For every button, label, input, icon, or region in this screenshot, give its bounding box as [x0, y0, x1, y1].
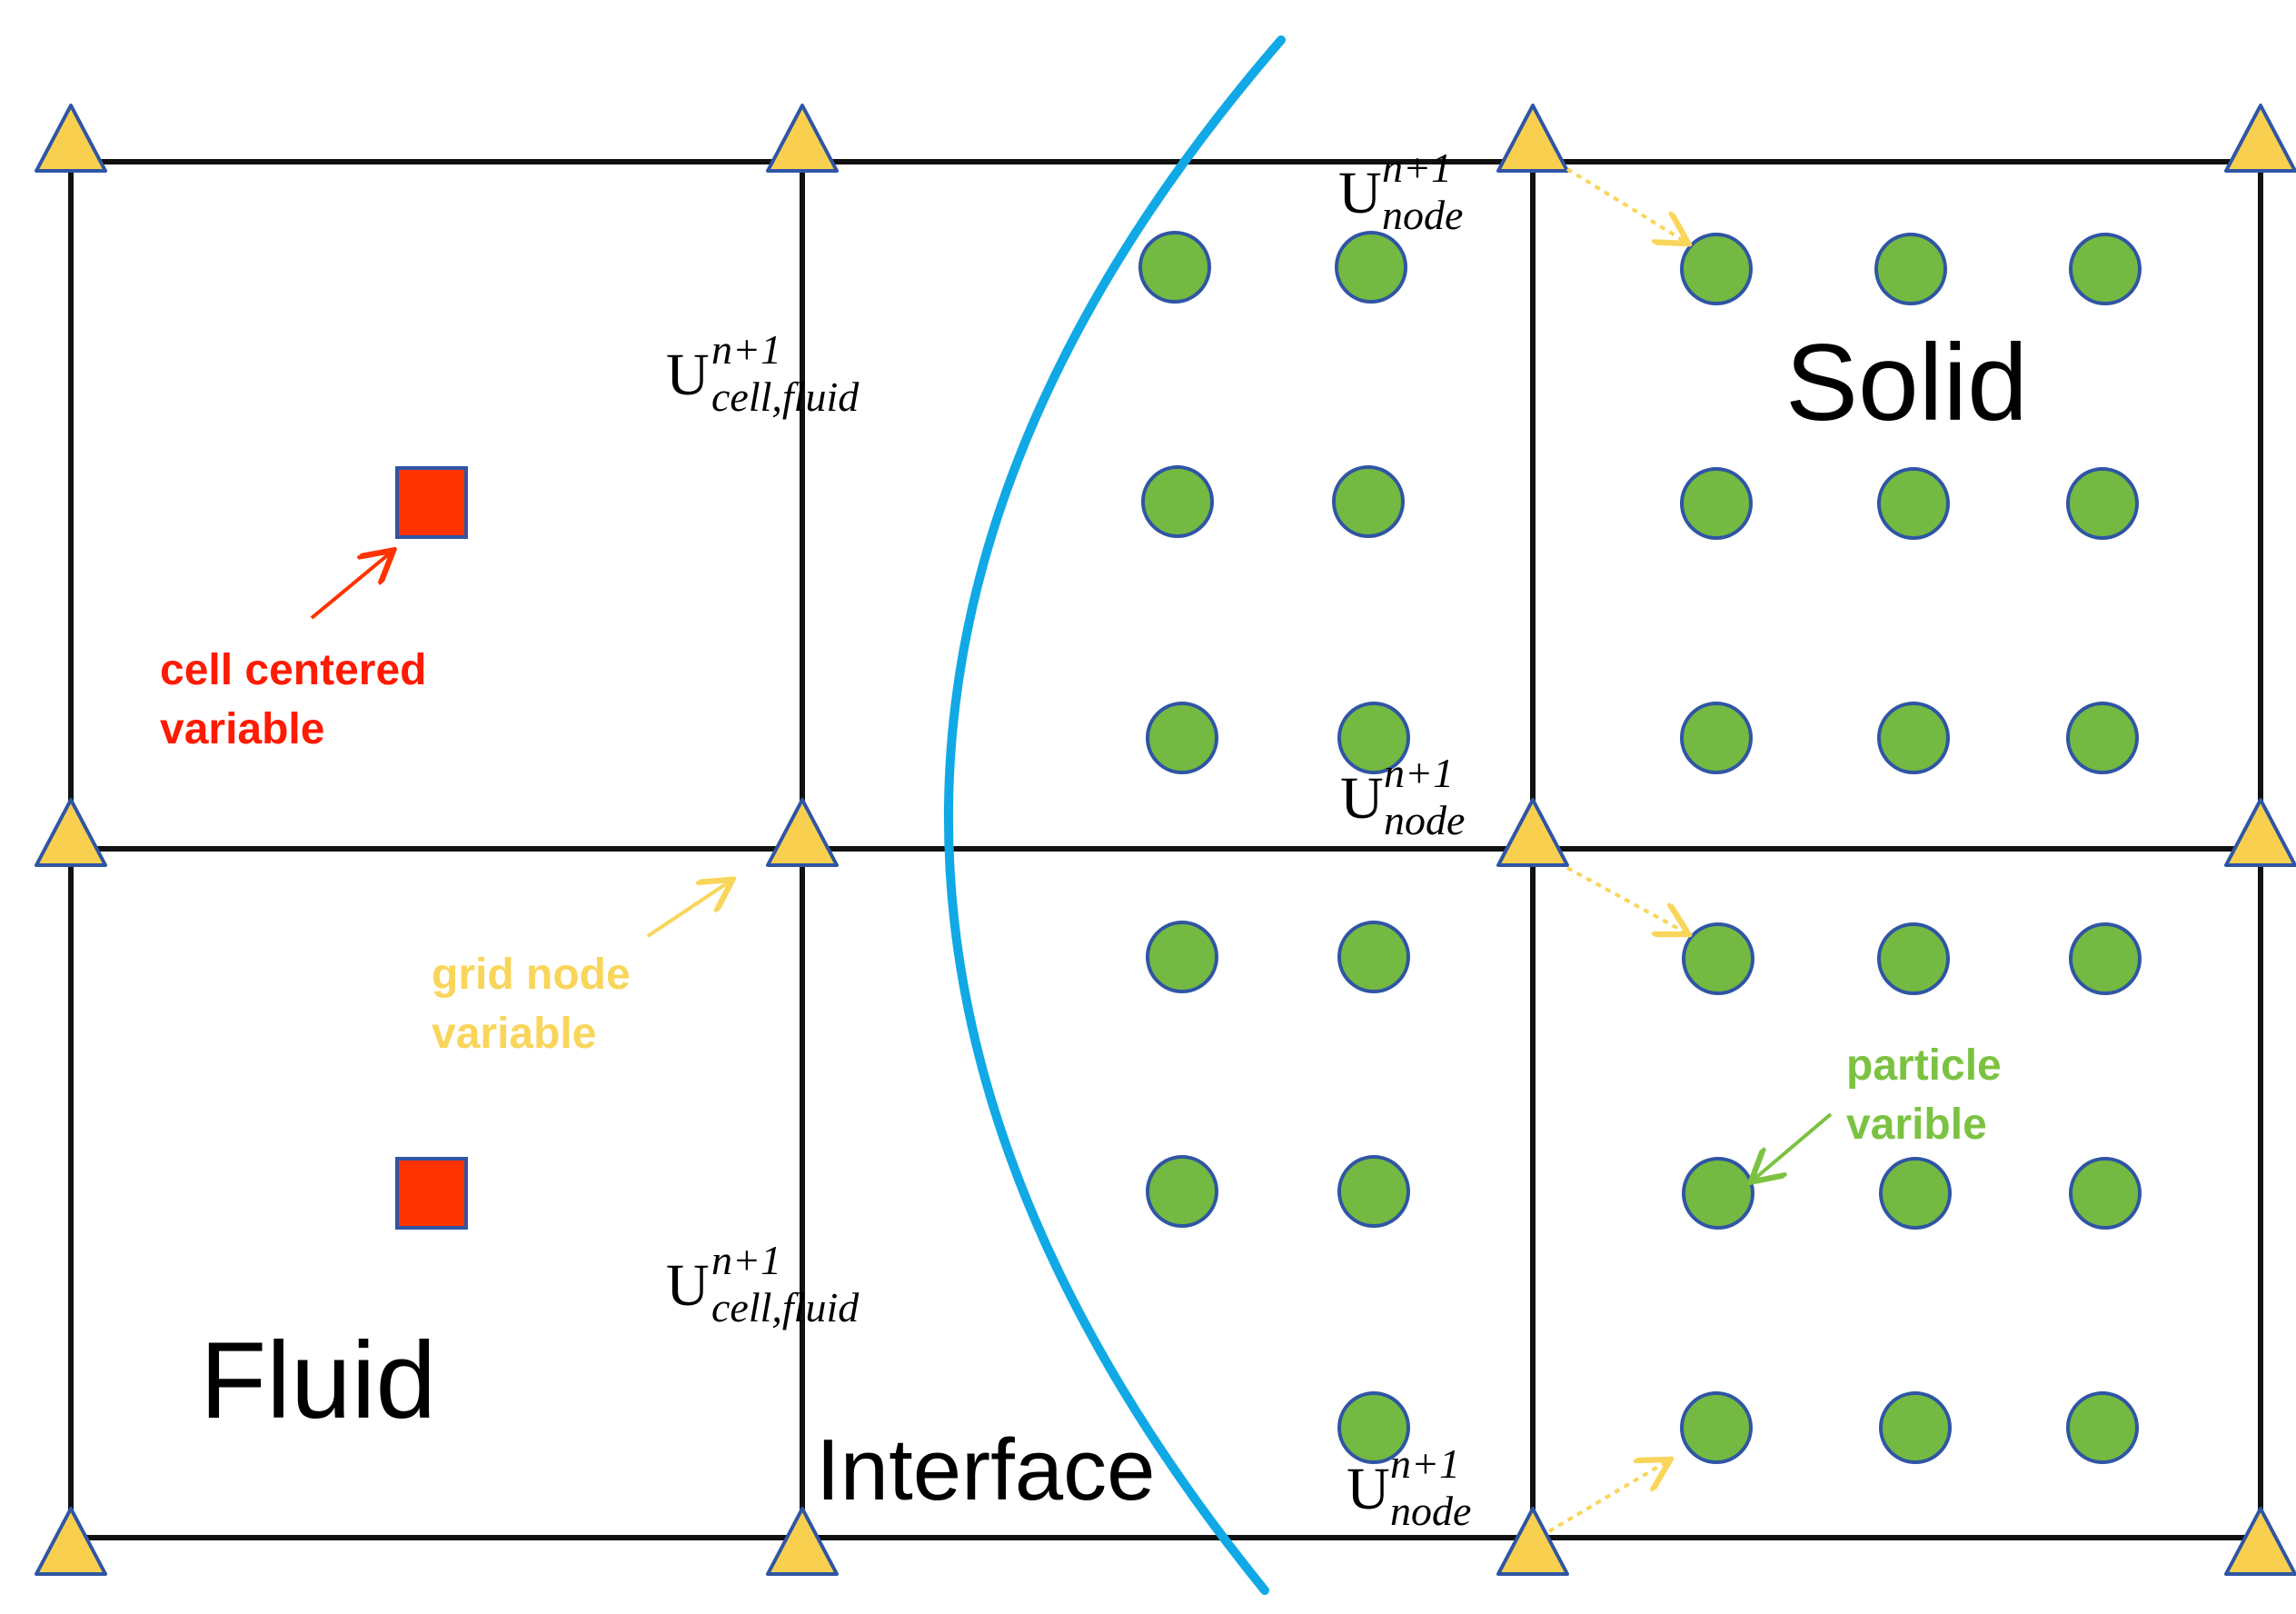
region-label-interface: Interface	[816, 1421, 1156, 1519]
particle-icon	[1682, 1157, 1754, 1230]
particle-icon	[1138, 231, 1211, 304]
particle-icon	[1146, 1155, 1218, 1228]
square-icon	[395, 1157, 468, 1230]
particle-icon	[1879, 1391, 1952, 1464]
triangle-icon	[766, 798, 839, 867]
particle-icon	[1877, 922, 1950, 995]
math-label-node-middle: U n+1 node	[1340, 750, 1465, 843]
particles	[1138, 231, 2142, 1464]
math-sub: cell,fluid	[711, 1284, 860, 1330]
math-base: U	[1347, 1456, 1390, 1522]
triangle-icon	[1496, 1507, 1569, 1576]
particle-icon	[1877, 467, 1950, 540]
math-label-cell-fluid-top: U n+1 cell,fluid	[666, 326, 860, 420]
particle-icon	[1337, 1391, 1410, 1464]
particle-icon	[1874, 233, 1947, 305]
grid-nodes	[35, 104, 2296, 1576]
grid-node-arrow	[646, 882, 730, 938]
particle-icon	[1332, 465, 1405, 538]
math-label-node-bottom: U n+1 node	[1347, 1440, 1471, 1534]
math-sup: n+1	[711, 1237, 781, 1283]
math-sup: n+1	[1382, 144, 1452, 191]
math-label-cell-fluid-bottom: U n+1 cell,fluid	[666, 1237, 860, 1330]
particle-icon	[1141, 465, 1214, 538]
triangle-icon	[2224, 1507, 2296, 1576]
math-sup: n+1	[1390, 1440, 1460, 1487]
math-label-node-top: U n+1 node	[1338, 144, 1463, 238]
math-sub: cell,fluid	[711, 374, 860, 420]
triangle-icon	[35, 104, 107, 173]
grid-node-label-line1: grid node	[432, 951, 631, 999]
math-sup: n+1	[1384, 750, 1454, 796]
triangle-icon	[1496, 104, 1569, 173]
triangle-icon	[1496, 798, 1569, 867]
particle-icon	[1335, 231, 1407, 304]
triangle-icon	[766, 104, 839, 173]
particle-label-line2: varible	[1846, 1101, 1987, 1149]
cell-variables	[395, 466, 468, 1230]
particle-icon	[2069, 922, 2142, 995]
particle-icon	[1146, 921, 1218, 993]
particle-icon	[1680, 702, 1753, 774]
particle-icon	[2066, 702, 2139, 774]
particle-icon	[1146, 702, 1218, 774]
triangle-icon	[35, 1507, 107, 1576]
region-label-fluid: Fluid	[200, 1320, 436, 1441]
math-base: U	[1338, 160, 1382, 226]
particle-icon	[2069, 1157, 2142, 1230]
math-base: U	[666, 342, 710, 408]
interface-curve	[944, 35, 1286, 1595]
region-label-solid: Solid	[1785, 322, 2028, 443]
particle-icon	[2066, 1391, 2139, 1464]
particle-icon	[2069, 233, 2142, 305]
particle-icon	[1680, 467, 1753, 540]
particle-icon	[1879, 1157, 1952, 1230]
cell-variable-arrow	[310, 553, 391, 620]
node-to-particle-arrow	[1565, 167, 1685, 242]
particle-icon	[1680, 233, 1753, 305]
grid-node-label-line2: variable	[432, 1010, 596, 1058]
particle-icon	[2066, 467, 2139, 540]
math-sub: node	[1390, 1488, 1471, 1534]
particle-icon	[1680, 1391, 1753, 1464]
particle-icon	[1337, 921, 1410, 993]
node-to-particle-arrow	[1566, 866, 1685, 932]
particle-icon	[1877, 702, 1950, 774]
particle-icon	[1337, 702, 1410, 774]
math-sup: n+1	[711, 326, 781, 373]
particle-icon	[1682, 922, 1754, 995]
triangle-icon	[766, 1507, 839, 1576]
triangle-icon	[2224, 798, 2296, 867]
particle-label-line1: particle	[1846, 1041, 2002, 1090]
cell-centered-label-line1: cell centered	[160, 646, 426, 694]
math-sub: node	[1382, 192, 1463, 238]
math-sub: node	[1384, 797, 1465, 843]
particle-arrow	[1754, 1112, 1833, 1180]
square-icon	[395, 466, 468, 539]
math-base: U	[1340, 765, 1384, 832]
triangle-icon	[35, 798, 107, 867]
triangle-icon	[2224, 104, 2296, 173]
cell-centered-label-line2: variable	[160, 705, 324, 753]
particle-icon	[1337, 1155, 1410, 1228]
math-base: U	[666, 1252, 710, 1319]
node-to-particle-arrow	[1547, 1461, 1667, 1533]
